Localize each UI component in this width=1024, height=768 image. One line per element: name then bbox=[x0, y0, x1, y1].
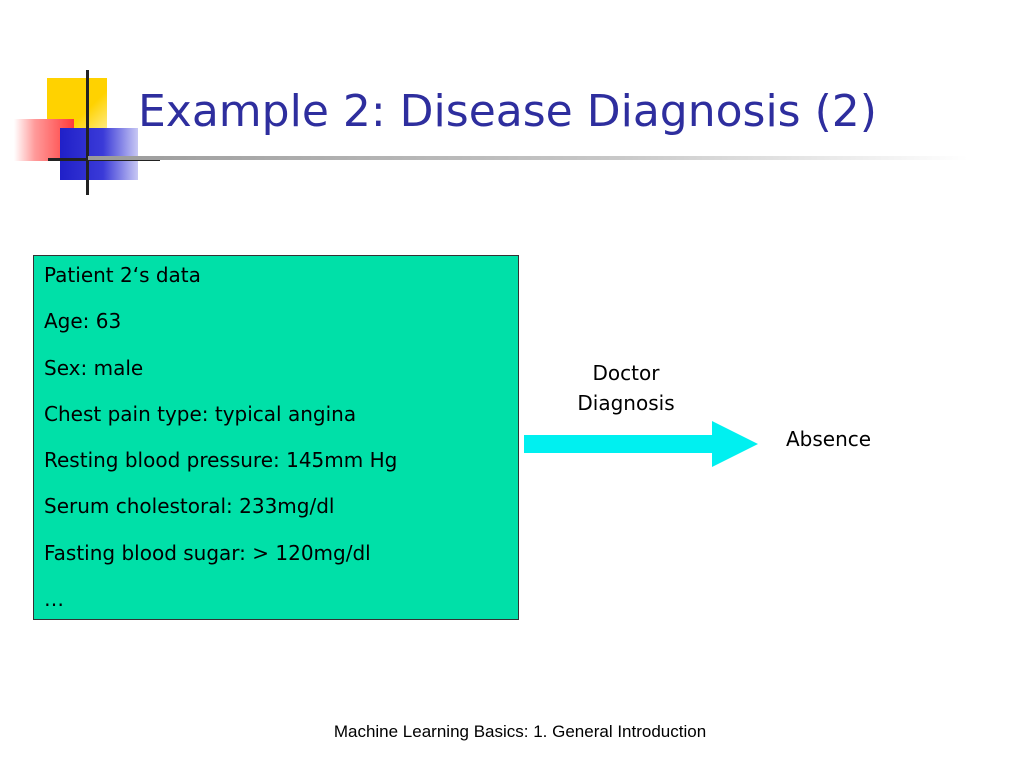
diagnosis-result: Absence bbox=[786, 427, 872, 451]
slide-title: Example 2: Disease Diagnosis (2) bbox=[138, 86, 877, 137]
patient-fasting-blood-sugar: Fasting blood sugar: > 120mg/dl bbox=[44, 540, 371, 565]
logo-blue-square bbox=[60, 128, 138, 180]
diagnosis-label-line-1: Doctor bbox=[592, 361, 660, 385]
patient-serum-cholestoral: Serum cholestoral: 233mg/dl bbox=[44, 494, 335, 519]
title-underline bbox=[88, 156, 968, 160]
logo-vertical-line bbox=[86, 70, 89, 195]
patient-data-box: Patient 2‘s data Age: 63 Sex: male Chest… bbox=[33, 255, 519, 620]
right-arrow-icon bbox=[524, 421, 758, 467]
slide-footer: Machine Learning Basics: 1. General Intr… bbox=[333, 722, 707, 741]
patient-age: Age: 63 bbox=[44, 309, 122, 334]
patient-chest-pain-type: Chest pain type: typical angina bbox=[44, 401, 357, 426]
patient-sex: Sex: male bbox=[44, 355, 144, 380]
patient-resting-blood-pressure: Resting blood pressure: 145mm Hg bbox=[44, 448, 398, 473]
patient-data-heading: Patient 2‘s data bbox=[44, 263, 201, 287]
diagnosis-label-line-2: Diagnosis bbox=[577, 391, 675, 415]
patient-data-ellipsis: … bbox=[44, 587, 64, 612]
decorative-logo-icon bbox=[0, 60, 160, 200]
doctor-diagnosis-label: Doctor Diagnosis bbox=[560, 358, 692, 418]
